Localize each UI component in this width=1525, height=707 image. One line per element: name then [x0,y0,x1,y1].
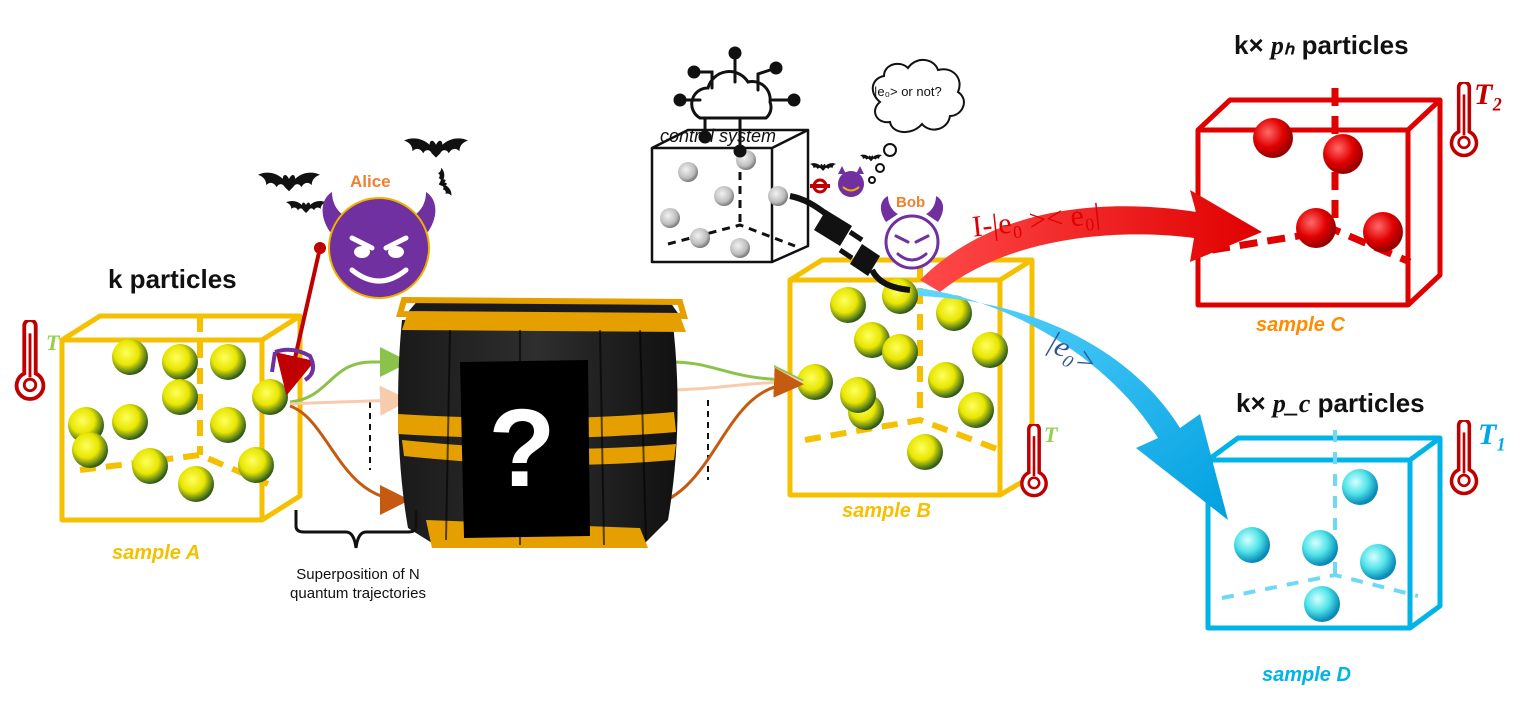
particle-sphere [252,379,288,415]
mystery-box-icon: ? [396,296,688,548]
particle-sphere [882,334,918,370]
bat-icon [810,163,836,171]
particle-sphere [1323,134,1363,174]
particle-sphere [660,208,680,228]
temp-b-label: T [1044,422,1058,447]
kpc-particles-label: k× p_c particles [1236,388,1425,419]
particle-sphere [958,392,994,428]
projector-blue-arrow [918,288,1228,520]
superposition-caption: Superposition of N quantum trajectories [268,565,448,603]
particle-sphere [972,332,1008,368]
thermometer-icon [14,320,46,401]
particle-sphere [1360,544,1396,580]
devil-icon [838,166,864,197]
particle-sphere [797,364,833,400]
particle-sphere [936,295,972,331]
particle-sphere [854,322,890,358]
control-system-label: control system [660,126,777,146]
devil-icon [322,192,436,299]
particle-sphere [1253,118,1293,158]
k-particles-label: k particles [108,264,237,294]
particle-sphere [768,186,788,206]
particle-sphere [178,466,214,502]
bat-icon [860,154,882,162]
sample-d-label: sample D [1262,664,1351,686]
kph-particles-label: k× pₕ particles [1234,30,1409,61]
trajectory-arrows-in [289,347,410,515]
kph-prefix: k× [1234,30,1264,60]
sample-c-label: sample C [1256,314,1345,336]
particle-sphere [730,238,750,258]
particle-sphere [1342,469,1378,505]
particle-sphere [678,162,698,182]
particle-sphere [1363,212,1403,252]
superposition-brace [294,510,418,549]
bat-icon [404,138,468,158]
particle-sphere [112,339,148,375]
particle-sphere [690,228,710,248]
question-mark: ? [488,387,555,510]
thermometer-icon [1020,424,1048,498]
alice-label: Alice [350,172,391,191]
particle-sphere [714,186,734,206]
superposition-line-2: quantum trajectories [290,585,426,602]
devil-icon [880,196,944,270]
sample-a-box [59,313,303,523]
particle-sphere [112,404,148,440]
thought-bubble-icon [868,59,965,184]
particle-sphere [1296,208,1336,248]
particle-sphere [210,407,246,443]
particle-sphere [1304,586,1340,622]
bat-icon [286,200,326,213]
particle-sphere [238,447,274,483]
particle-sphere [210,344,246,380]
particle-sphere [1302,530,1338,566]
kpc-math: p_c [1272,389,1311,418]
temp-a-label: T [46,330,60,355]
temp-d-label: T₁ [1478,418,1507,451]
particle-sphere [132,448,168,484]
control-system-box [650,128,810,264]
particle-sphere [162,344,198,380]
thought-text: |e₀> or not? [874,84,942,99]
particle-sphere [907,434,943,470]
particle-sphere [72,432,108,468]
superposition-line-1: Superposition of N [296,566,420,583]
sample-d-box [1205,430,1443,631]
thermometer-icon [1449,420,1479,496]
sample-b-box [787,257,1035,498]
particle-sphere [830,287,866,323]
particle-sphere [162,379,198,415]
bat-icon [258,172,320,192]
kpc-suffix: particles [1317,388,1425,418]
particle-sphere [928,362,964,398]
projector-red-arrow [920,190,1262,292]
kpc-prefix: k× [1236,388,1266,418]
kph-suffix: particles [1301,30,1409,60]
particle-sphere [840,377,876,413]
kph-math: pₕ [1270,31,1295,60]
temp-c-label: T₂ [1474,78,1503,111]
sample-c-box [1195,88,1443,308]
bob-label: Bob [896,194,926,211]
sample-a-label: sample A [112,542,201,564]
trident-icon [270,242,326,396]
bat-icon [433,167,453,199]
particle-sphere [1234,527,1270,563]
thermometer-icon [1449,82,1479,158]
sample-b-label: sample B [842,500,931,522]
cloud-network-icon [673,46,801,158]
plug-icon [789,178,911,293]
